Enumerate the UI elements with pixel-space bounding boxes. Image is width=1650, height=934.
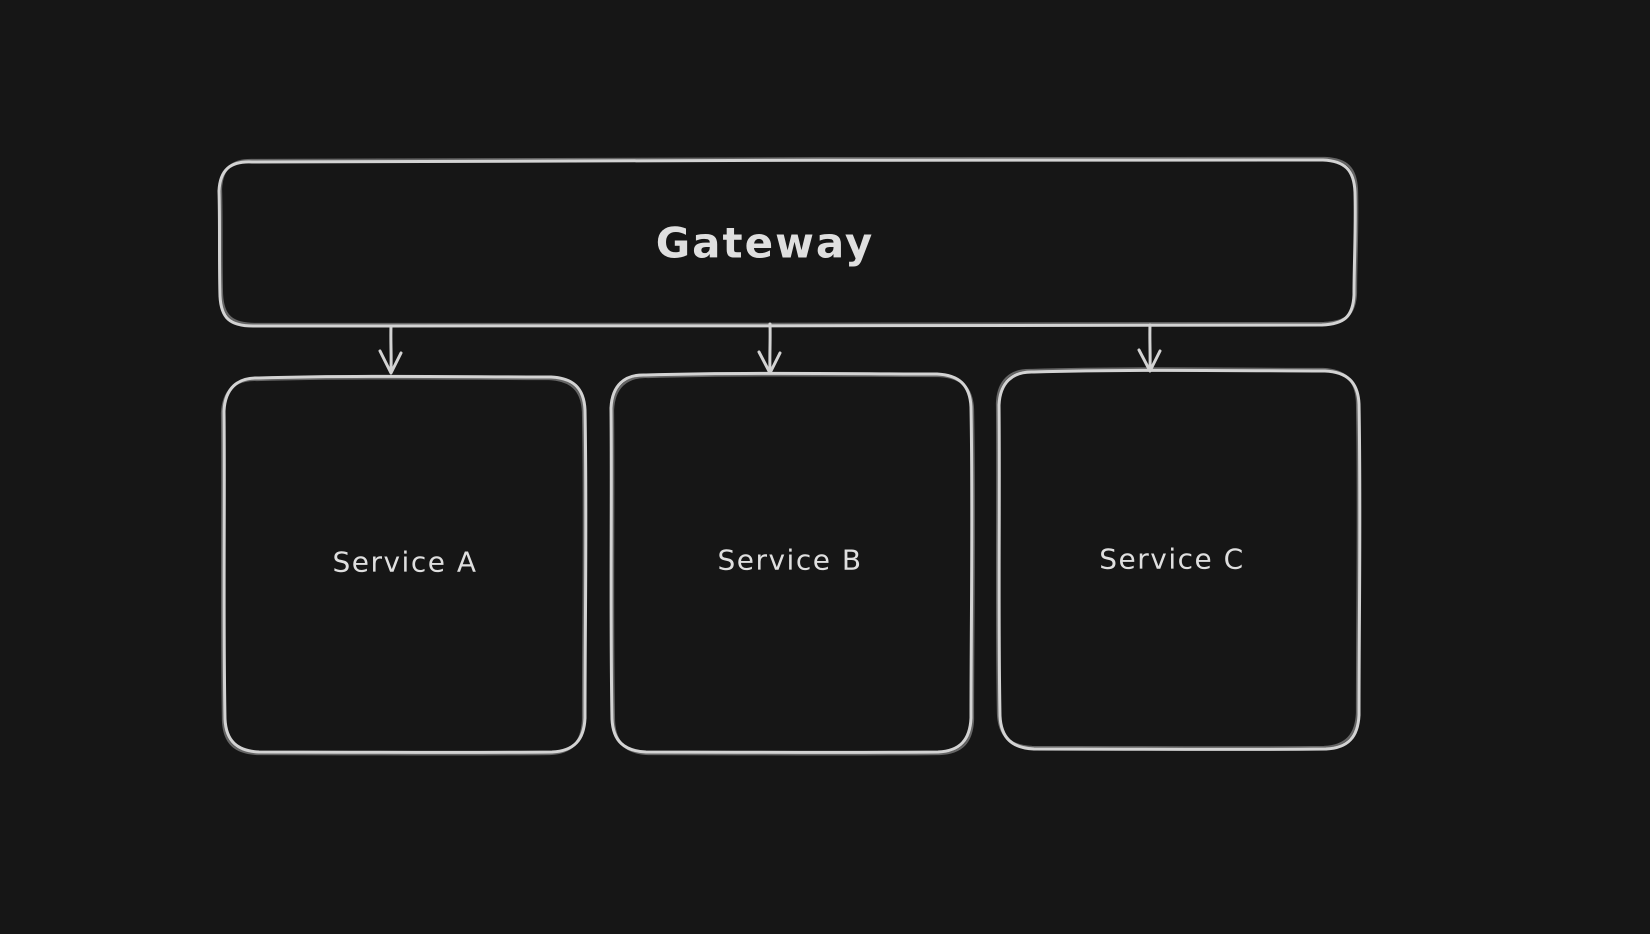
arrow-gateway-service-a[interactable] <box>378 324 403 375</box>
service-c-box[interactable] <box>997 368 1362 751</box>
gateway-label: Gateway <box>656 219 875 268</box>
service-b-label: Service B <box>717 544 862 577</box>
service-a-box[interactable] <box>222 374 588 754</box>
gateway-node[interactable]: Gateway <box>217 156 1359 328</box>
arrow-gateway-service-b[interactable] <box>757 322 782 375</box>
service-a-box-sketch-stroke <box>220 377 585 756</box>
service-a-node[interactable]: Service A <box>220 374 588 756</box>
service-a-label: Service A <box>332 546 477 579</box>
service-c-label: Service C <box>1099 543 1244 576</box>
arrow-gateway-service-c[interactable] <box>1137 323 1162 373</box>
service-c-node[interactable]: Service C <box>995 367 1362 751</box>
service-b-box-sketch-stroke <box>611 374 975 756</box>
gateway-box-sketch-stroke <box>219 156 1359 326</box>
gateway-box[interactable] <box>217 158 1357 328</box>
service-b-box[interactable] <box>609 371 974 754</box>
service-b-node[interactable]: Service B <box>609 371 975 756</box>
arrow-head-icon <box>378 349 403 375</box>
service-c-box-sketch-stroke <box>995 367 1359 749</box>
